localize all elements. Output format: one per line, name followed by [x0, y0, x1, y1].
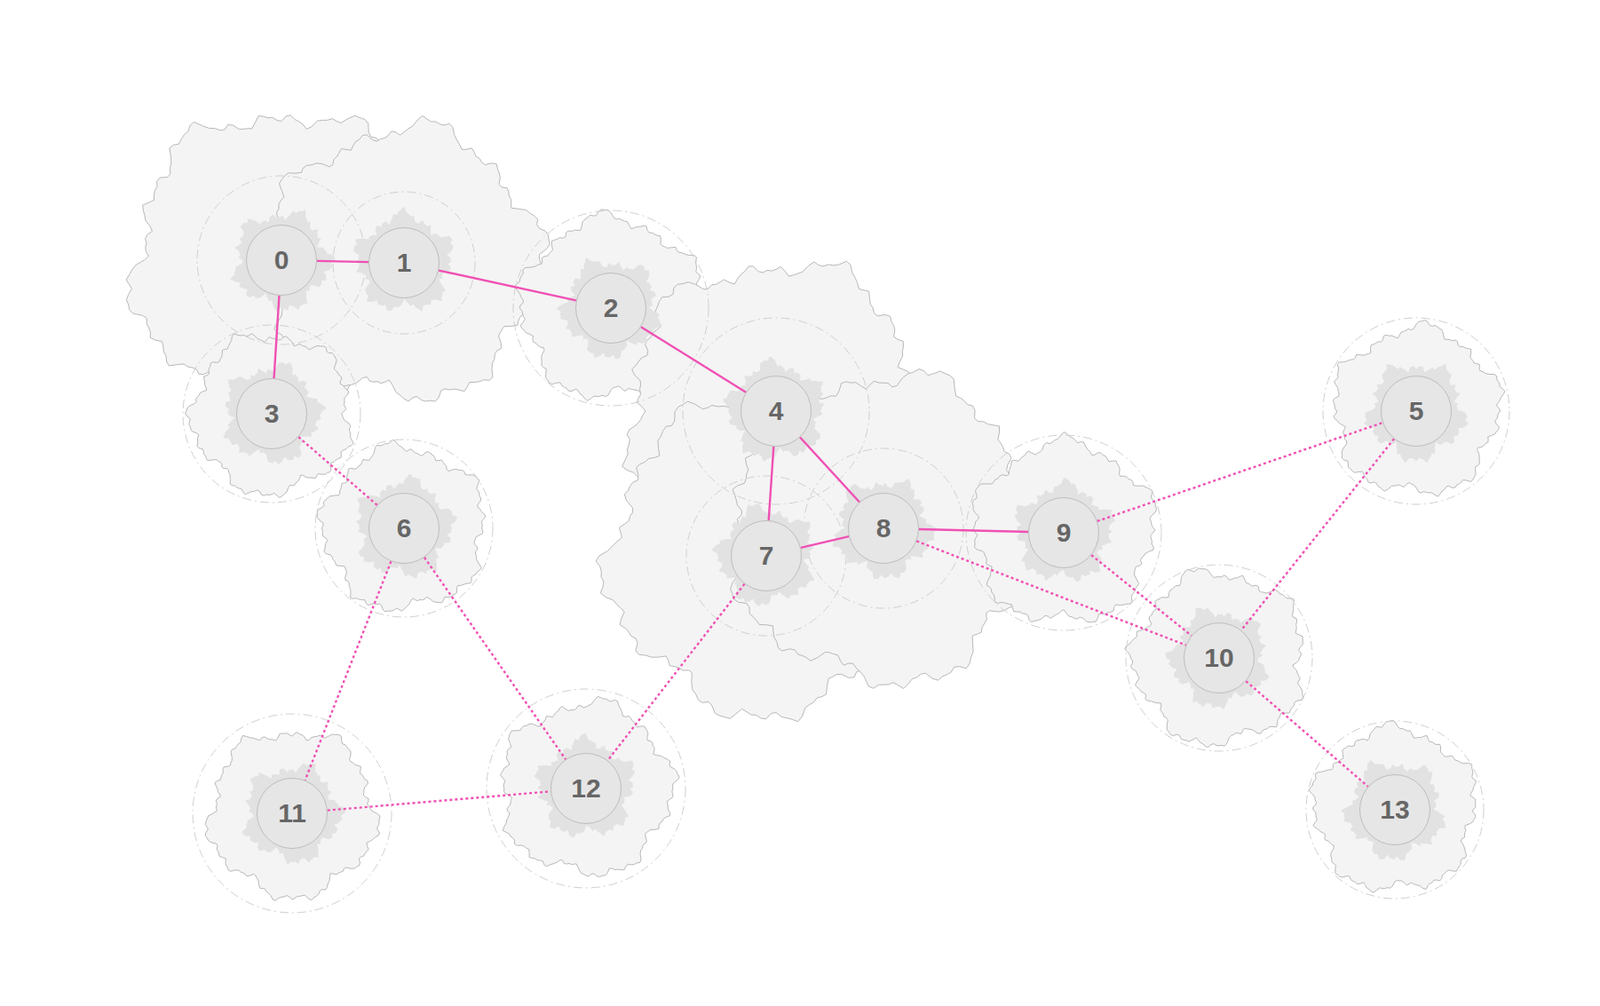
node-circle: 3 — [236, 378, 308, 450]
node-number: 11 — [277, 800, 307, 827]
node-circle: 2 — [575, 272, 647, 344]
core-blob — [1341, 760, 1447, 861]
node-circle: 0 — [245, 224, 317, 296]
range-ring — [966, 435, 1162, 631]
core-blob — [242, 763, 347, 865]
core-blob — [353, 206, 454, 311]
map-region — [1332, 319, 1505, 497]
map-region — [500, 697, 680, 878]
map-region — [316, 439, 486, 612]
range-ring — [1322, 317, 1510, 505]
range-ring — [315, 439, 493, 618]
map-region — [972, 432, 1157, 623]
map-region — [1308, 720, 1476, 893]
node-circle: 7 — [730, 520, 802, 592]
range-ring — [1125, 564, 1313, 752]
node-circle: 1 — [368, 227, 440, 299]
link-line — [316, 261, 369, 262]
range-ring — [1306, 720, 1484, 899]
range-ring — [192, 713, 392, 913]
range-ring — [486, 689, 686, 888]
node-number: 13 — [1379, 796, 1410, 824]
link-line — [800, 536, 849, 548]
node-circle: 12 — [550, 752, 622, 824]
link-line — [768, 446, 775, 521]
range-ring — [686, 475, 847, 636]
node-number: 9 — [1056, 519, 1072, 547]
node-circle: 13 — [1359, 774, 1431, 846]
node-number: 3 — [264, 400, 280, 428]
core-blob — [1014, 477, 1116, 582]
link-line — [305, 561, 392, 781]
node-number: 2 — [603, 294, 619, 322]
link-line — [1091, 554, 1192, 636]
node-number: 0 — [274, 246, 290, 274]
link-line — [607, 584, 745, 761]
node-circle: 11 — [256, 777, 328, 849]
range-ring — [182, 324, 361, 503]
node-number: 12 — [570, 775, 601, 802]
node-circle: 10 — [1183, 622, 1255, 694]
node-circle: 8 — [847, 492, 919, 564]
node-number: 5 — [1409, 397, 1425, 425]
node-circle: 9 — [1028, 497, 1100, 569]
core-blob — [534, 733, 635, 838]
link-line — [800, 436, 860, 502]
node-number: 4 — [768, 397, 785, 425]
node-circle: 5 — [1380, 375, 1452, 447]
range-ring — [513, 210, 709, 406]
range-ring — [332, 191, 476, 334]
link-line — [438, 270, 577, 301]
range-ring — [197, 175, 366, 345]
link-line — [918, 529, 1029, 532]
node-circle: 6 — [368, 492, 440, 564]
map-region — [185, 333, 355, 499]
link-line — [327, 791, 551, 810]
node-circle: 4 — [740, 375, 812, 447]
core-blob — [356, 474, 457, 579]
node-number: 8 — [876, 514, 892, 542]
core-blob — [556, 258, 663, 360]
link-line — [298, 436, 378, 506]
node-number: 10 — [1203, 644, 1234, 672]
core-blob — [1164, 608, 1269, 710]
map-region — [205, 732, 381, 901]
node-number: 1 — [396, 249, 412, 277]
link-line — [274, 295, 280, 379]
core-blob — [712, 503, 816, 606]
core-blob — [1364, 364, 1469, 463]
map-region — [1124, 568, 1304, 748]
link-line — [641, 326, 746, 393]
link-line — [1241, 438, 1395, 630]
node-number: 7 — [759, 542, 775, 570]
link-line — [424, 557, 566, 760]
node-number: 6 — [396, 514, 412, 542]
range-ring — [803, 448, 964, 609]
link-line — [1245, 681, 1368, 787]
